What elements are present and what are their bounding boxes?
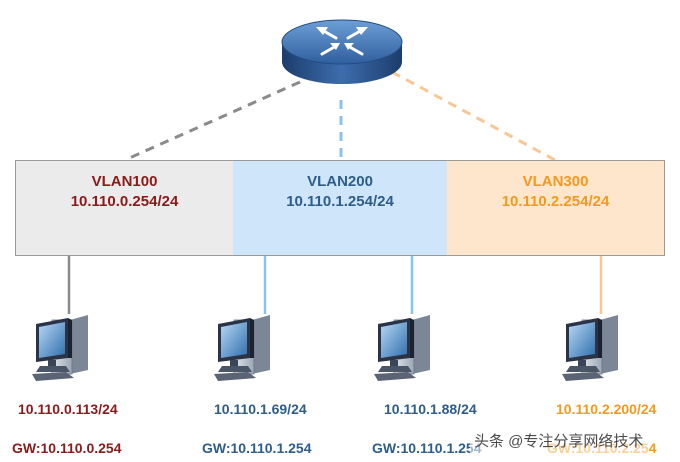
host-ip-label: 10.110.0.113/24 bbox=[18, 401, 118, 417]
router-icon bbox=[281, 19, 403, 84]
vlan-box-vlan300: VLAN300 10.110.2.254/24 bbox=[447, 160, 665, 256]
vlan-name: VLAN200 bbox=[307, 173, 373, 190]
watermark: 头条 @专注分享网络技术 bbox=[470, 428, 650, 453]
host-ip-label: 10.110.1.69/24 bbox=[214, 401, 307, 417]
vlan-name: VLAN300 bbox=[522, 173, 589, 190]
link-router-vlan100 bbox=[124, 80, 301, 162]
vlan-box-vlan100: VLAN100 10.110.0.254/24 bbox=[15, 160, 234, 256]
vlan-name: VLAN100 bbox=[91, 173, 158, 190]
desktop-computer-icon bbox=[561, 314, 619, 382]
host-ip-label: 10.110.1.88/24 bbox=[384, 401, 477, 417]
host-gateway-label: GW:10.110.0.254 bbox=[12, 440, 122, 456]
desktop-computer-icon bbox=[373, 314, 431, 382]
link-router-vlan300 bbox=[391, 70, 556, 162]
vlan-box-vlan200: VLAN200 10.110.1.254/24 bbox=[233, 160, 448, 256]
vlan-gateway-network: 10.110.1.254/24 bbox=[286, 193, 394, 210]
vlan-gateway-network: 10.110.2.254/24 bbox=[501, 193, 610, 210]
desktop-computer-icon bbox=[31, 314, 89, 382]
vlan-gateway-network: 10.110.0.254/24 bbox=[70, 193, 179, 210]
host-ip-label: 10.110.2.200/24 bbox=[556, 401, 657, 417]
desktop-computer-icon bbox=[213, 314, 271, 382]
host-gateway-label: GW:10.110.1.254 bbox=[372, 440, 482, 456]
host-gateway-label: GW:10.110.1.254 bbox=[202, 440, 312, 456]
